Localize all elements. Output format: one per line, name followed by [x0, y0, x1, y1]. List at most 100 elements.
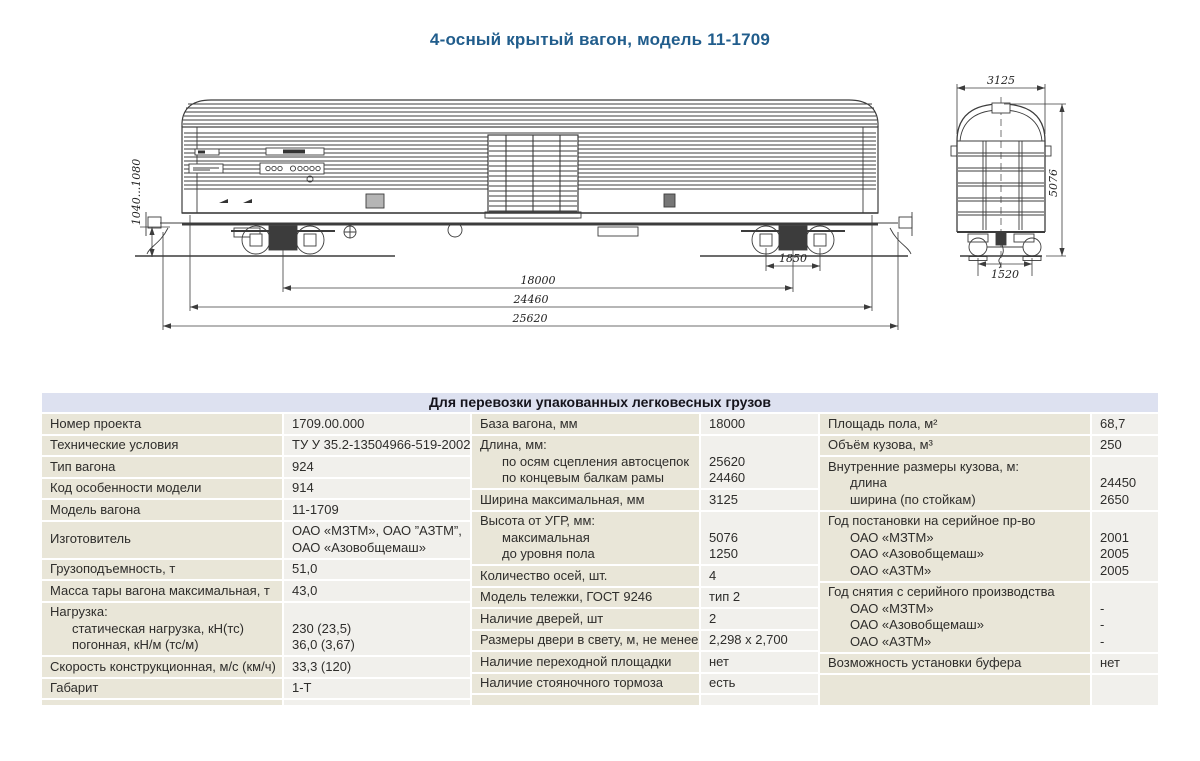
- spec-label: Тип вагона: [42, 457, 282, 477]
- table-row-empty: [472, 695, 818, 705]
- spec-value: 1709.00.000: [284, 414, 470, 434]
- wagon-drawing: 1850 18000 24460 25620 1040...1080: [130, 74, 1066, 330]
- spec-label: Скорость конструкционная, м/с (км/ч): [42, 657, 282, 677]
- spec-value: 43,0: [284, 581, 470, 601]
- spec-label: Площадь пола, м²: [820, 414, 1090, 434]
- spec-label: Габарит: [42, 678, 282, 698]
- spec-value: [284, 700, 470, 705]
- page-title: 4-осный крытый вагон, модель 11-1709: [429, 30, 771, 49]
- spec-value: 230 (23,5)36,0 (3,67): [284, 602, 470, 655]
- spec-value: 914: [284, 478, 470, 498]
- side-view-dimension-arrows: [149, 227, 898, 329]
- spec-value: 68,7: [1092, 414, 1158, 434]
- spec-value: ---: [1092, 582, 1158, 652]
- table-row: Скорость конструкционная, м/с (км/ч)33,3…: [42, 657, 470, 677]
- spec-value: 51,0: [284, 559, 470, 579]
- spec-value: 924: [284, 457, 470, 477]
- spec-label: Нагрузка:статическая нагрузка, кН(тс)пог…: [42, 602, 282, 655]
- spec-label: [472, 695, 699, 705]
- spec-value: нет: [701, 652, 818, 672]
- spec-value: нет: [1092, 653, 1158, 673]
- spec-label: Грузоподъемность, т: [42, 559, 282, 579]
- table-row-empty: [820, 675, 1158, 705]
- dim-coupler-length: 25620: [512, 312, 548, 325]
- spec-value: ТУ У 35.2-13504966-519-2002: [284, 435, 470, 455]
- spec-value: 250: [1092, 435, 1158, 455]
- spec-label: Объём кузова, м³: [820, 435, 1090, 455]
- spec-value: 2: [701, 609, 818, 629]
- spec-label: [820, 675, 1090, 705]
- spec-label: Номер проекта: [42, 414, 282, 434]
- spec-value: 3125: [701, 490, 818, 510]
- dim-end-height: 5076: [1047, 169, 1060, 197]
- table-header: Для перевозки упакованных легковесных гр…: [42, 393, 1158, 412]
- end-view: [950, 97, 1052, 269]
- spec-value: 1-Т: [284, 678, 470, 698]
- spec-value: тип 2: [701, 587, 818, 607]
- spec-label: Масса тары вагона максимальная, т: [42, 581, 282, 601]
- dim-bogie-wheelbase: 1850: [779, 252, 807, 265]
- side-view-dimension-lines: [140, 215, 899, 330]
- spec-label: Изготовитель: [42, 521, 282, 558]
- spec-label: База вагона, мм: [472, 414, 699, 434]
- table-row: Количество осей, шт.4: [472, 566, 818, 586]
- spec-value: 18000: [701, 414, 818, 434]
- spec-label: Наличие переходной площадки: [472, 652, 699, 672]
- table-row: Нагрузка:статическая нагрузка, кН(тс)пог…: [42, 602, 470, 655]
- spec-label: Наличие стояночного тормоза: [472, 673, 699, 693]
- spec-table: Для перевозки упакованных легковесных гр…: [42, 393, 1158, 705]
- spec-label: Количество осей, шт.: [472, 566, 699, 586]
- spec-value: 4: [701, 566, 818, 586]
- spec-label: Модель тележки, ГОСТ 9246: [472, 587, 699, 607]
- spec-value: ОАО «МЗТМ», ОАО ”АЗТМ”,ОАО «Азовобщемаш»: [284, 521, 470, 558]
- spec-value: 11-1709: [284, 500, 470, 520]
- spec-label: Модель вагона: [42, 500, 282, 520]
- spec-label: Ширина максимальная, мм: [472, 490, 699, 510]
- spec-value: [1092, 675, 1158, 705]
- spec-label: Размеры двери в свету, м, не менее: [472, 630, 699, 650]
- dim-coupler-height: 1040...1080: [130, 159, 143, 225]
- spec-value: 33,3 (120): [284, 657, 470, 677]
- spec-value: есть: [701, 673, 818, 693]
- spec-value: [701, 695, 818, 705]
- end-view-dimension-arrows: [957, 85, 1065, 267]
- spec-label: Технические условия: [42, 435, 282, 455]
- dim-track-gauge: 1520: [991, 268, 1019, 281]
